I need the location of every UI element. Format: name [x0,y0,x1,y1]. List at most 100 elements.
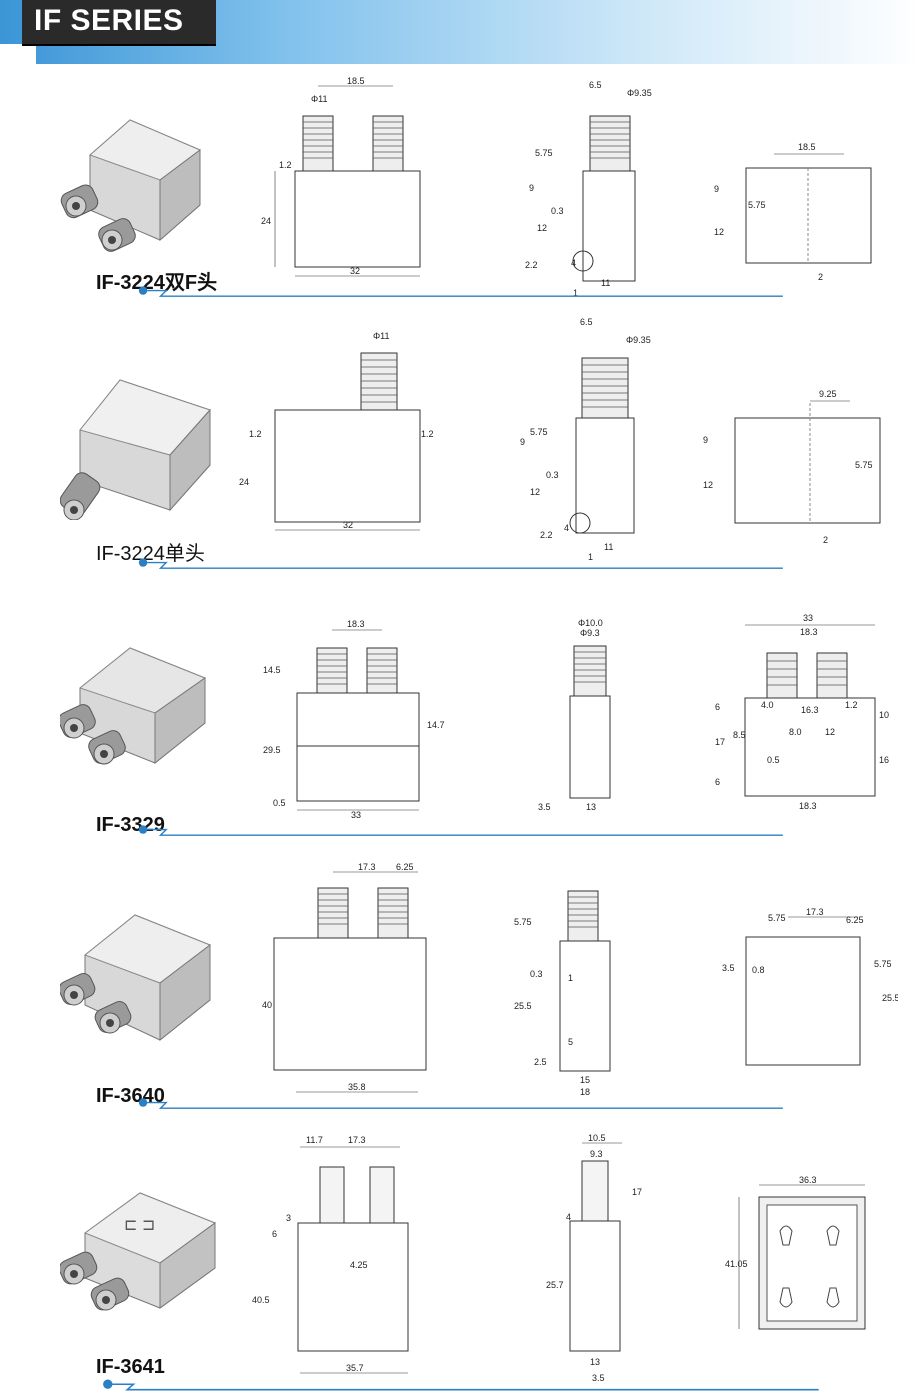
dim-label: 6 [272,1229,277,1239]
bottom-view-drawing: 9.25 9 5.75 12 2 [703,389,881,545]
dim-label: 18.3 [799,801,817,811]
dim-label: 32 [350,266,360,276]
dim-label: 32 [343,520,353,530]
model-label: IF-3641 [96,1356,165,1378]
dim-label: 14.5 [263,665,281,675]
model-label: IF-3329 [96,814,165,836]
dim-label: 18.5 [347,76,365,86]
product-section-if3641: ⊏ ⊐ IF-3641 11.7 17.3 3 6 4.25 40.5 35.7… [0,1118,921,1386]
dim-label: 9 [714,184,719,194]
dim-label: 0.3 [551,206,564,216]
dim-label: 11.7 [306,1135,323,1145]
dim-label: 1.2 [421,429,434,439]
product-section-if3329: IF-3329 18.3 14.5 14.7 29.5 0.5 33 Φ10.0… [0,578,921,840]
section-separator [103,1379,819,1391]
dim-label: 2.2 [525,260,538,270]
svg-text:⊏ ⊐: ⊏ ⊐ [124,1217,155,1234]
dim-label: 4 [571,258,576,268]
section-separator [138,825,783,836]
dim-label: 2.2 [540,530,553,540]
dim-label: 3.5 [592,1373,605,1383]
page-title: IF SERIES [34,4,184,37]
dim-label: 6.5 [589,80,602,90]
dim-label: 9 [520,437,525,447]
bottom-view-drawing: 36.3 41.05 [725,1175,866,1330]
product-section-if3224-single: IF-3224单头 Φ11 1.2 1.2 24 32 6.5 Φ9.35 5.… [0,305,921,570]
dim-label: 6 [715,702,720,712]
dim-label: 17.3 [348,1135,366,1145]
dim-label: 25.5 [514,1001,532,1011]
dim-label: 36.3 [799,1175,817,1185]
dim-label: 24 [261,216,271,226]
model-label: IF-3224单头 [96,543,205,565]
dim-label: 25.7 [546,1280,564,1290]
dim-label: Φ9.3 [580,628,600,638]
dim-label: 6.25 [396,862,414,872]
dim-label: 14.7 [427,720,445,730]
header-tab: IF SERIES [22,0,216,46]
dim-label: 35.8 [348,1082,366,1092]
dim-label: 12 [703,480,713,490]
dim-label: 8.5 [733,730,746,740]
dim-label: 29.5 [263,745,281,755]
dim-label: 17.3 [806,907,824,917]
front-view-drawing: 18.3 14.5 14.7 29.5 0.5 33 [263,619,445,818]
dim-label: 9.3 [590,1149,603,1159]
product-photo [60,914,212,1042]
side-view-drawing: 6.5 Φ9.35 5.75 9 0.3 12 2.2 4 11 1 [525,80,652,298]
dim-label: 11 [601,278,610,288]
dim-label: 5.75 [768,913,786,923]
dim-label: 5.75 [514,917,532,927]
dim-label: 33 [803,613,813,623]
dim-label: 40 [262,1000,272,1010]
dim-label: 5.75 [530,427,548,437]
front-view-drawing: 18.5 Φ11 1.2 24 32 [261,76,421,277]
dim-label: 9 [529,183,534,193]
section-separator [138,286,783,297]
dim-label: 17 [715,737,725,747]
dim-label: 3 [286,1213,291,1223]
dim-label: 1 [573,288,578,298]
model-label: IF-3640 [96,1085,165,1107]
bottom-view-drawing: 33 18.3 6 4.0 16.3 1.2 10 8.5 8.0 12 17 … [715,613,889,811]
dim-label: 0.3 [530,969,543,979]
product-section-if3224-double: IF-3224双F头 18.5 Φ11 1.2 24 32 6.5 Φ9.35 … [0,70,921,302]
model-label: IF-3224双F头 [96,272,218,294]
dim-label: 9.25 [819,389,837,399]
product-photo [60,379,211,520]
dim-label: 3.5 [722,963,735,973]
dim-label: 8.0 [789,727,802,737]
dim-label: 5 [568,1037,573,1047]
dim-label: 6.25 [846,915,864,925]
dim-label: 18 [580,1087,590,1097]
dim-label: Φ11 [311,94,328,104]
dim-label: 33 [351,810,361,818]
dim-label: 17.3 [358,862,376,872]
dim-label: 5.75 [855,460,873,470]
side-view-drawing: Φ10.0 Φ9.3 3.5 13 [538,618,611,812]
dim-label: 13 [586,802,596,812]
dim-label: 12 [530,487,540,497]
dim-label: 18.3 [800,627,818,637]
dim-label: 35.7 [346,1363,364,1373]
dim-label: 0.8 [752,965,765,975]
dim-label: 3.5 [538,802,551,812]
dim-label: 6.5 [580,317,593,327]
dim-label: Φ9.35 [627,88,652,98]
dim-label: 18.3 [347,619,365,629]
dim-label: 1 [568,973,573,983]
dim-label: 17 [632,1187,642,1197]
dim-label: 10 [879,710,889,720]
dim-label: 24 [239,477,249,487]
section-separator [138,558,783,569]
side-view-drawing: 10.5 9.3 17 4 25.7 13 3.5 [546,1133,642,1383]
bottom-view-drawing: 5.75 17.3 6.25 3.5 0.8 5.75 25.5 [722,907,898,1066]
dim-label: 10.5 [588,1133,606,1143]
dim-label: 6 [715,777,720,787]
side-view-drawing: 5.75 0.3 1 25.5 2.5 5 15 18 [514,890,611,1097]
dim-label: 1.2 [249,429,262,439]
dim-label: 18.5 [798,142,816,152]
dim-label: 4.25 [350,1260,368,1270]
dim-label: Φ10.0 [578,618,603,628]
dim-label: 16.3 [801,705,819,715]
